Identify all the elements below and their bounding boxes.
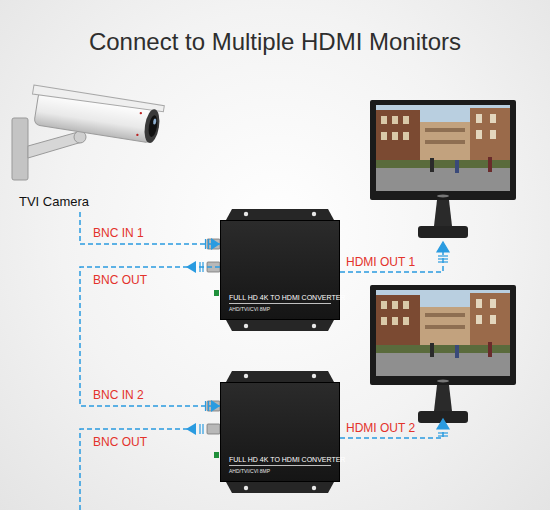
status-led <box>214 290 219 458</box>
device-name: FULL HD 4K TO HDMI CONVERTER <box>229 293 331 304</box>
port-label: BNC IN 2 <box>93 388 144 402</box>
hdmi-monitor <box>370 100 516 238</box>
device-spec: AHD/TVI/CVI 8MP <box>229 306 331 312</box>
camera-picture <box>12 85 164 180</box>
converter-box: FULL HD 4K TO HDMI CONVERTER AHD/TVI/CVI … <box>220 382 340 482</box>
bnc-connector <box>207 239 220 434</box>
hdmi-monitor <box>370 285 516 423</box>
diagram-title: Connect to Multiple HDMI Monitors <box>0 28 550 56</box>
port-label: BNC IN 1 <box>93 226 144 240</box>
port-label: HDMI OUT 1 <box>346 255 415 269</box>
camera-node: TVI Camera <box>5 66 176 212</box>
wire-arrowhead <box>437 242 449 436</box>
bnc-wire <box>80 212 220 244</box>
converter-box: FULL HD 4K TO HDMI CONVERTER AHD/TVI/CVI … <box>220 220 340 320</box>
bnc-wire <box>80 267 220 406</box>
camera-label: TVI Camera <box>19 194 176 209</box>
bnc-wire <box>80 423 203 510</box>
port-label: BNC OUT <box>93 273 147 287</box>
hdmi-wire <box>340 252 443 438</box>
port-label: BNC OUT <box>93 435 147 449</box>
device-name: FULL HD 4K TO HDMI CONVERTER <box>229 455 331 466</box>
port-label: HDMI OUT 2 <box>346 421 415 435</box>
device-spec: AHD/TVI/CVI 8MP <box>229 468 331 474</box>
